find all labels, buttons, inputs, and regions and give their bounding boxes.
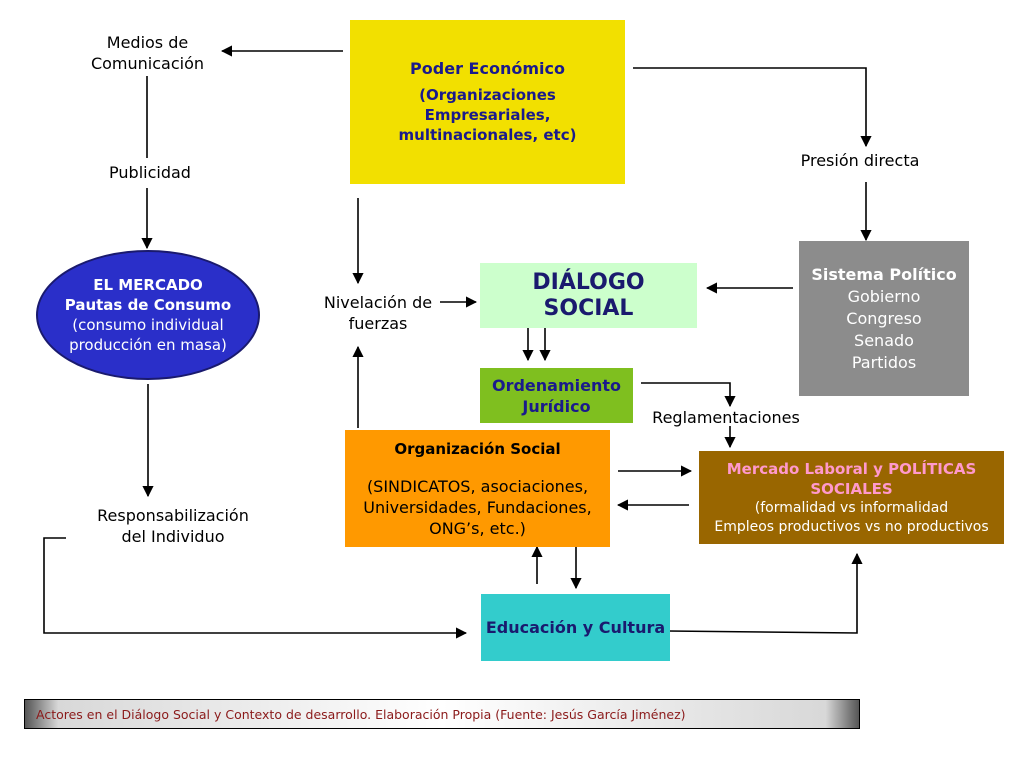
poder-detail: (Organizaciones Empresariales, multinaci… — [398, 86, 577, 144]
caption-text: Actores en el Diálogo Social y Contexto … — [36, 706, 686, 722]
arrow-responsabilizacion-to-educacion — [43, 537, 468, 639]
sistema-item: Congreso — [846, 308, 922, 328]
arrow-educacion-to-laboral — [667, 552, 863, 634]
caption-bar: Actores en el Diálogo Social y Contexto … — [24, 699, 860, 729]
laboral-detail-2: Empleos productivos vs no productivos — [714, 518, 989, 535]
sistema-title: Sistema Político — [811, 264, 957, 284]
educacion-title: Educación y Cultura — [485, 618, 666, 637]
label-presion-directa: Presión directa — [800, 151, 920, 170]
node-ordenamiento-juridico: Ordenamiento Jurídico — [480, 368, 633, 423]
label-reglamentaciones: Reglamentaciones — [652, 408, 800, 427]
mercado-detail: (consumo individual producción en masa) — [69, 316, 227, 354]
sistema-item: Partidos — [851, 352, 917, 372]
ordenamiento-title: Ordenamiento Jurídico — [491, 375, 622, 416]
poder-title: Poder Económico — [410, 59, 565, 78]
arrow-ordenamiento-to-reglamentaciones — [641, 382, 736, 408]
laboral-detail-1: (formalidad vs informalidad — [754, 499, 949, 516]
dialogo-title: DIÁLOGO SOCIAL — [532, 269, 645, 321]
node-dialogo-social: DIÁLOGO SOCIAL — [480, 263, 697, 328]
node-sistema-politico: Sistema Político Gobierno Congreso Senad… — [799, 241, 969, 396]
label-medios-comunicacion: Medios de Comunicación — [90, 33, 205, 73]
laboral-title: Mercado Laboral y POLÍTICAS SOCIALES — [726, 459, 977, 498]
node-poder-economico: Poder Económico (Organizaciones Empresar… — [350, 20, 625, 184]
node-organizacion-social: Organización Social (SINDICATOS, asociac… — [345, 430, 610, 547]
sistema-item: Gobierno — [847, 286, 921, 306]
node-mercado-laboral: Mercado Laboral y POLÍTICAS SOCIALES (fo… — [699, 451, 1004, 544]
label-nivelacion-fuerzas: Nivelación de fuerzas — [323, 293, 433, 333]
mercado-subtitle: Pautas de Consumo — [64, 296, 232, 314]
node-educacion-cultura: Educación y Cultura — [481, 594, 670, 661]
orgsocial-detail: (SINDICATOS, asociaciones, Universidades… — [363, 476, 592, 538]
orgsocial-title: Organización Social — [394, 439, 561, 458]
arrow-poder-to-presion — [633, 67, 872, 148]
label-responsabilizacion-individuo: Responsabilización del Individuo — [97, 506, 249, 546]
sistema-item: Senado — [854, 330, 914, 350]
mercado-title: EL MERCADO — [93, 276, 203, 294]
label-publicidad: Publicidad — [109, 163, 191, 182]
node-el-mercado: EL MERCADO Pautas de Consumo (consumo in… — [36, 250, 260, 380]
